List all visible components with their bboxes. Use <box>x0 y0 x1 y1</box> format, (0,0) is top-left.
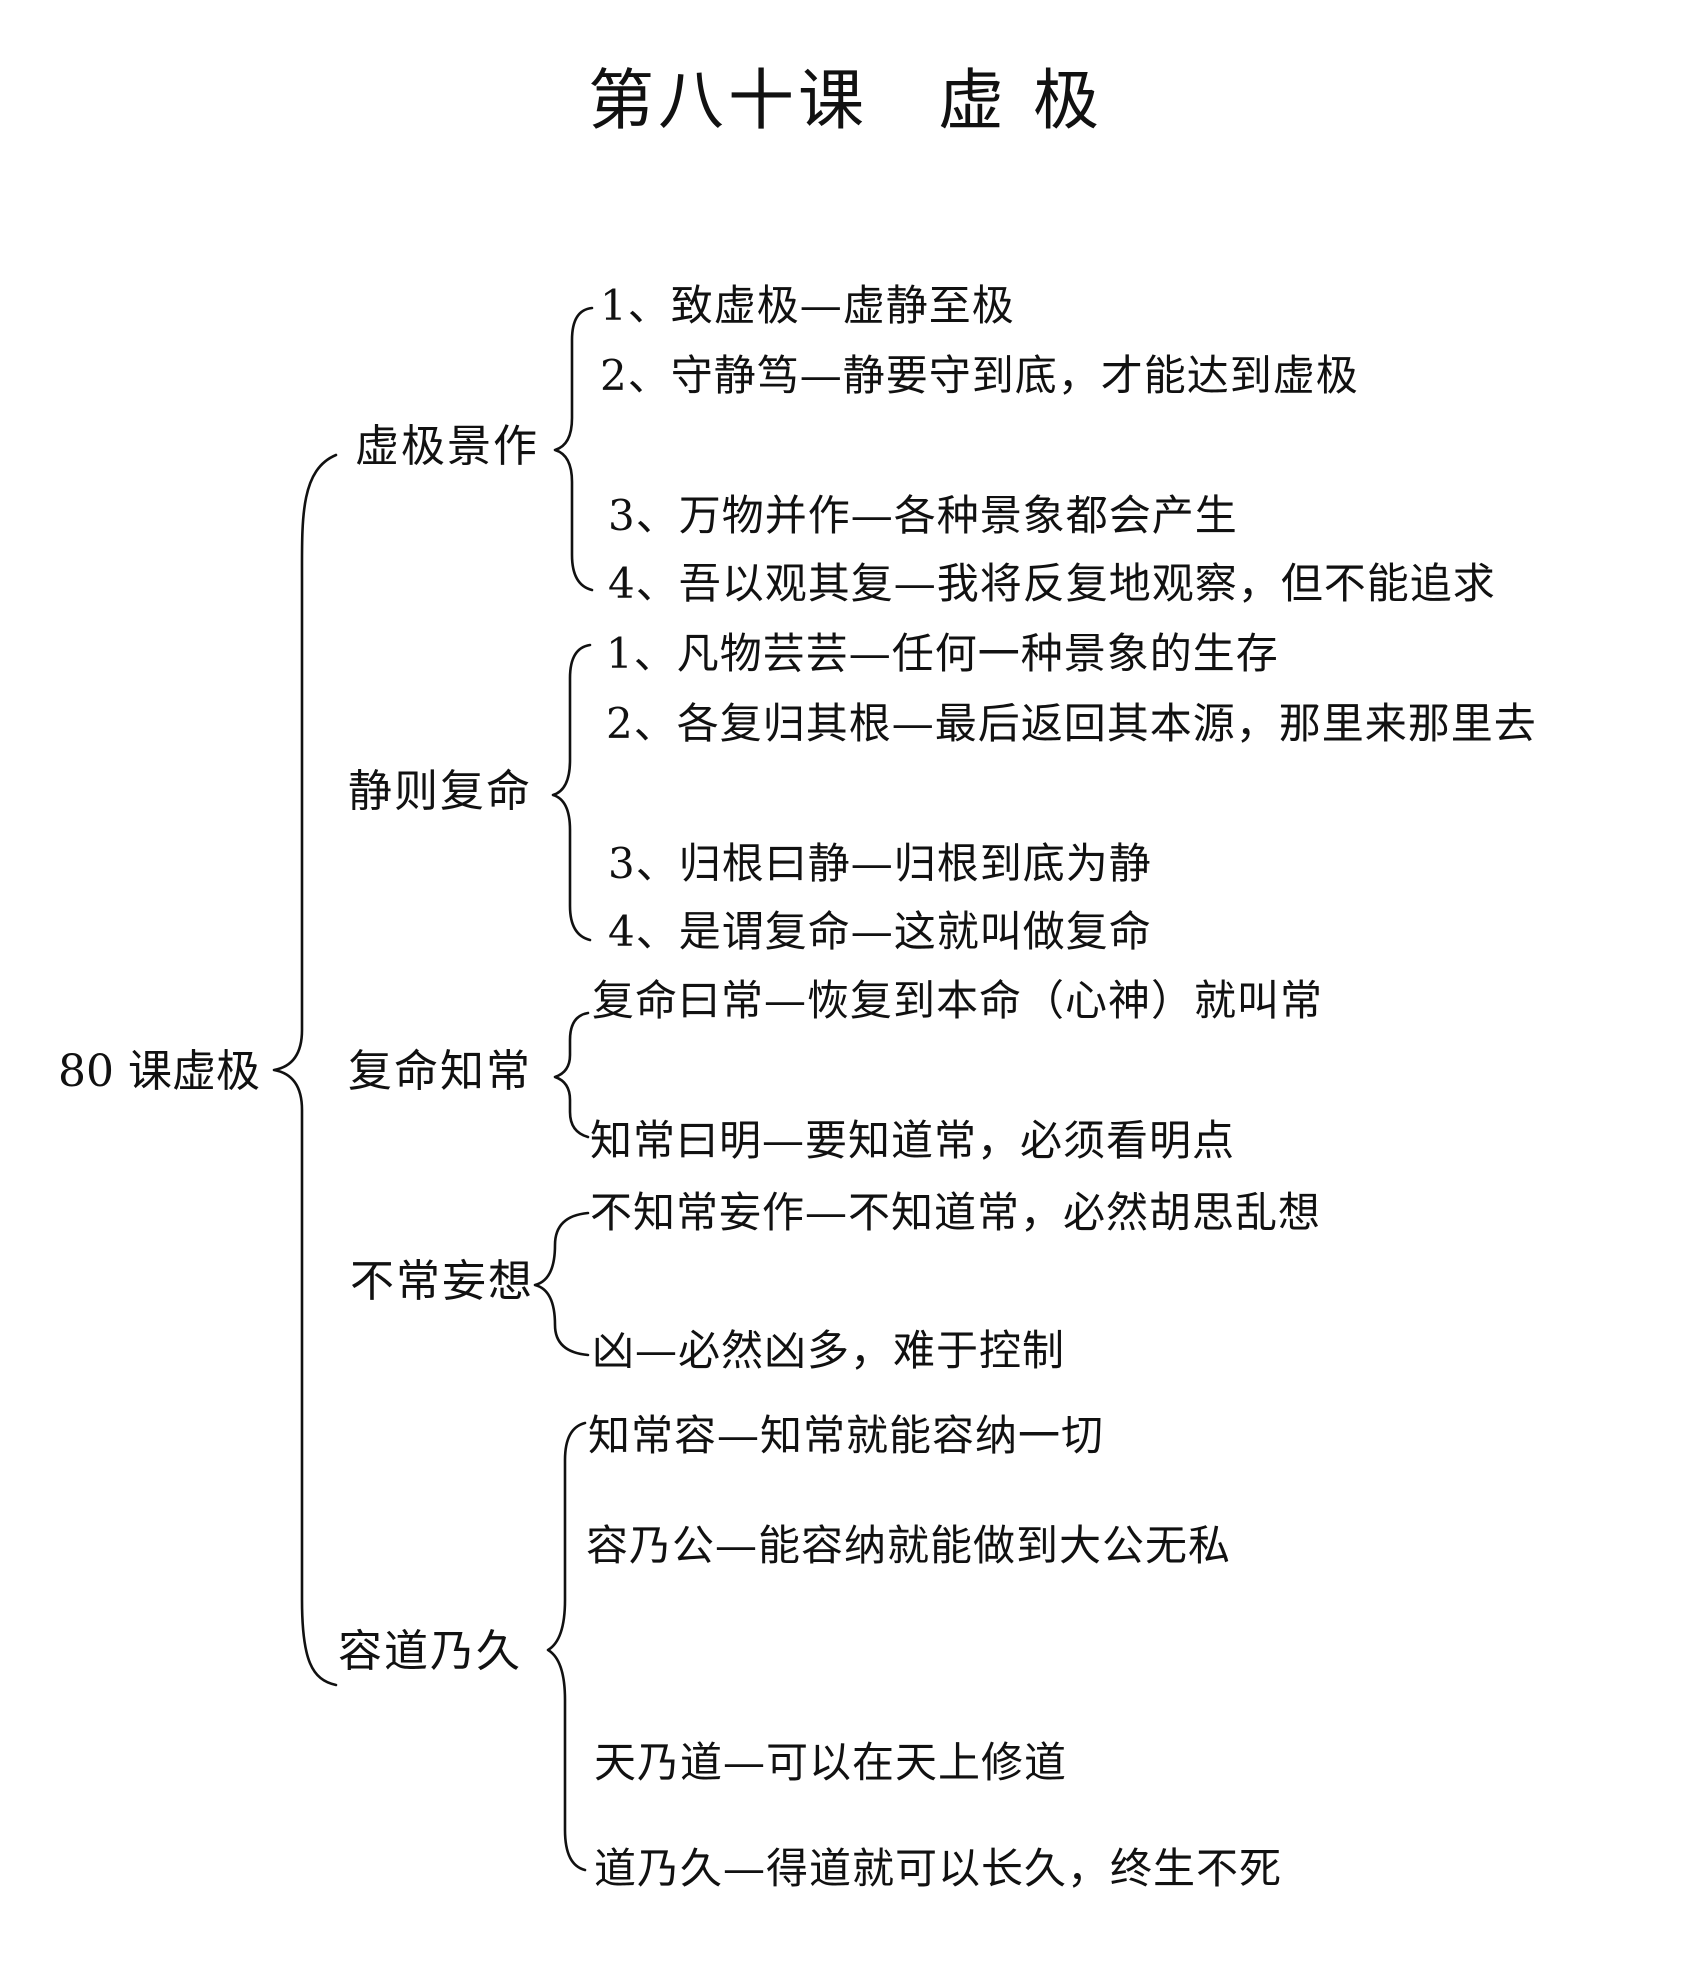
brace-branch-4 <box>533 1211 590 1357</box>
leaf-5-1: 知常容—知常就能容纳一切 <box>588 1411 1105 1460</box>
brace-branch-2 <box>551 643 592 942</box>
leaf-3-2: 知常曰明—要知道常，必须看明点 <box>590 1116 1236 1165</box>
branch-label-1: 虚极景作 <box>355 421 539 472</box>
brace-branch-3 <box>553 1011 590 1139</box>
leaf-5-3: 天乃道—可以在天上修道 <box>594 1738 1068 1787</box>
leaf-5-2: 容乃公—能容纳就能做到大公无私 <box>586 1521 1232 1570</box>
root-label: 80 课虚极 <box>58 1046 260 1097</box>
branch-label-4: 不常妄想 <box>350 1256 534 1307</box>
leaf-1-1: 1、致虚极—虚静至极 <box>600 281 1015 330</box>
leaf-3-1: 复命曰常—恢复到本命（心神）就叫常 <box>592 976 1324 1025</box>
branch-label-2: 静则复命 <box>348 766 532 817</box>
leaf-1-2: 2、守静笃—静要守到底，才能达到虚极 <box>600 351 1359 400</box>
leaf-4-2: 凶—必然凶多，难于控制 <box>592 1326 1066 1375</box>
leaf-1-3: 3、万物并作—各种景象都会产生 <box>608 491 1238 540</box>
branch-label-5: 容道乃久 <box>338 1626 522 1677</box>
page-title: 第八十课 虚 极 <box>588 62 1103 139</box>
leaf-2-1: 1、凡物芸芸—任何一种景象的生存 <box>606 629 1279 678</box>
root-brace <box>272 453 338 1687</box>
brace-branch-5 <box>546 1421 587 1872</box>
leaf-5-4: 道乃久—得道就可以长久，终生不死 <box>594 1844 1283 1893</box>
leaf-2-4: 4、是谓复命—这就叫做复命 <box>608 907 1152 956</box>
leaf-1-4: 4、吾以观其复—我将反复地观察，但不能追求 <box>608 559 1496 608</box>
leaf-2-3: 3、归根曰静—归根到底为静 <box>608 839 1152 888</box>
leaf-2-2: 2、各复归其根—最后返回其本源，那里来那里去 <box>606 699 1537 748</box>
leaf-4-1: 不知常妄作—不知道常，必然胡思乱想 <box>590 1188 1322 1237</box>
branch-label-3: 复命知常 <box>348 1046 532 1097</box>
brace-branch-1 <box>553 306 594 592</box>
